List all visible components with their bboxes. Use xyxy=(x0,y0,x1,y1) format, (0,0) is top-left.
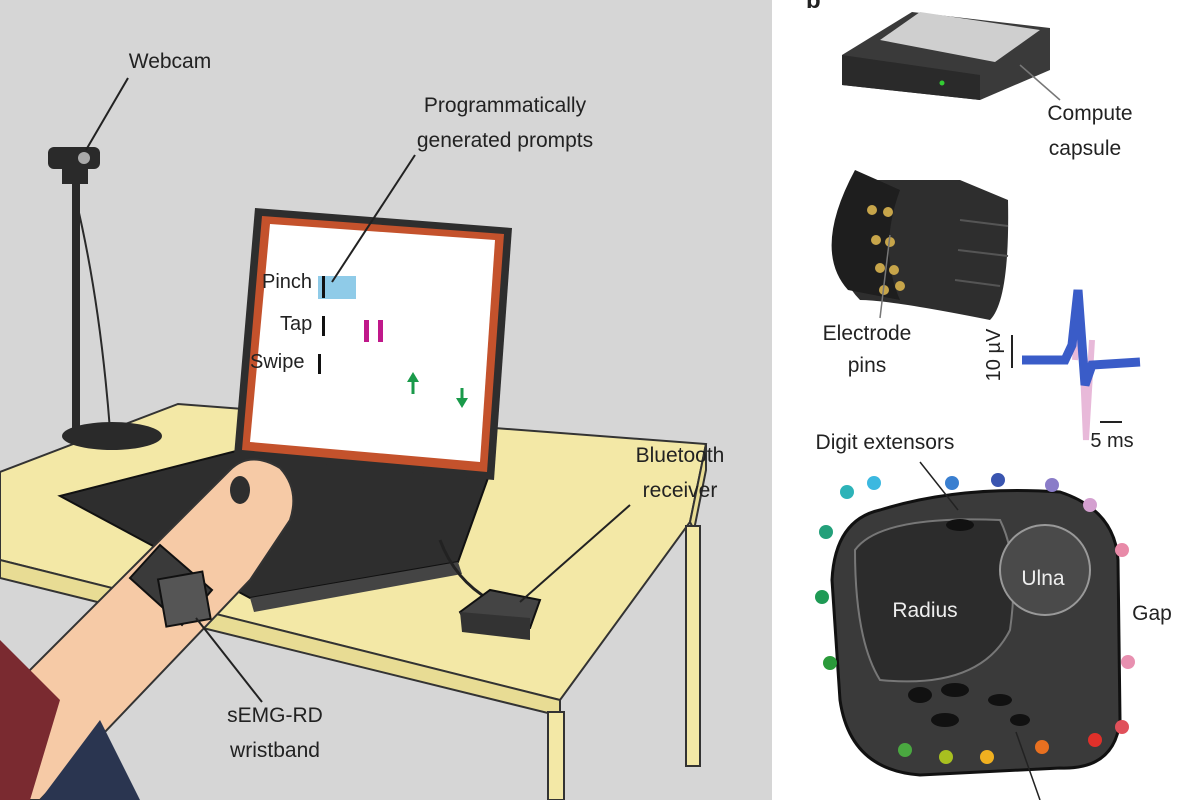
bluetooth-label-line1: Bluetooth xyxy=(636,444,725,467)
cursor-mark xyxy=(322,316,325,336)
electrode-dot xyxy=(1088,733,1102,747)
electrode-dot xyxy=(1035,740,1049,754)
electrode-dot xyxy=(823,656,837,670)
webcam-label: Webcam xyxy=(129,50,211,73)
cursor-mark xyxy=(322,276,325,298)
compute-capsule-label-line2: capsule xyxy=(1049,137,1121,160)
electrode-dot xyxy=(991,473,1005,487)
webcam-illustration xyxy=(48,147,162,450)
electrode-dot xyxy=(1115,720,1129,734)
electrode-dot xyxy=(1121,655,1135,669)
screen-prompt-pinch: Pinch xyxy=(262,271,312,293)
prompt-highlight xyxy=(318,276,356,299)
arrow-up-icon xyxy=(407,372,419,394)
bluetooth-receiver-illustration xyxy=(458,588,542,640)
gap-label: Gap xyxy=(1132,602,1172,625)
bluetooth-label-line2: receiver xyxy=(643,479,718,502)
electrode-pins-label-line1: Electrode xyxy=(823,322,912,345)
electrode-dot xyxy=(1045,478,1059,492)
electrode-dot xyxy=(939,750,953,764)
tap-mark xyxy=(364,320,369,342)
electrode-dots xyxy=(815,473,1135,764)
wristband-illustration xyxy=(128,543,214,628)
digit-extensors-label: Digit extensors xyxy=(816,431,955,454)
emg-waveform xyxy=(1022,289,1141,441)
electrode-dot xyxy=(1115,543,1129,557)
wristband-label-line2: wristband xyxy=(229,739,320,762)
arm-hand xyxy=(0,458,295,800)
time-scale-label: 5 ms xyxy=(1090,430,1133,452)
compute-capsule-label-line1: Compute xyxy=(1047,102,1132,125)
electrode-dot xyxy=(945,476,959,490)
electrode-dot xyxy=(980,750,994,764)
amp-scale-label: 10 µV xyxy=(983,328,1005,381)
electrode-dot xyxy=(867,476,881,490)
electrode-dot xyxy=(1083,498,1097,512)
cursor-mark xyxy=(318,354,321,374)
electrode-dot xyxy=(898,743,912,757)
wristband-device xyxy=(831,12,1050,320)
laptop xyxy=(57,208,512,612)
ulna-label: Ulna xyxy=(1021,567,1065,590)
wrist-cross-section xyxy=(830,488,1122,777)
panel-letter-b: b xyxy=(806,0,821,14)
tap-mark xyxy=(378,320,383,342)
electrode-dot xyxy=(840,485,854,499)
radius-label: Radius xyxy=(892,599,957,622)
electrode-dot xyxy=(819,525,833,539)
prompts-label-line2: generated prompts xyxy=(417,129,593,152)
wristband-label-line1: sEMG-RD xyxy=(227,704,323,727)
screen-prompt-tap: Tap xyxy=(280,313,312,335)
screen-prompt-swipe: Swipe xyxy=(250,351,304,373)
prompts-label-line1: Programmatically xyxy=(424,94,587,117)
electrode-dot xyxy=(815,590,829,604)
electrode-pins-label-line2: pins xyxy=(848,354,887,377)
arrow-down-icon xyxy=(456,388,468,408)
